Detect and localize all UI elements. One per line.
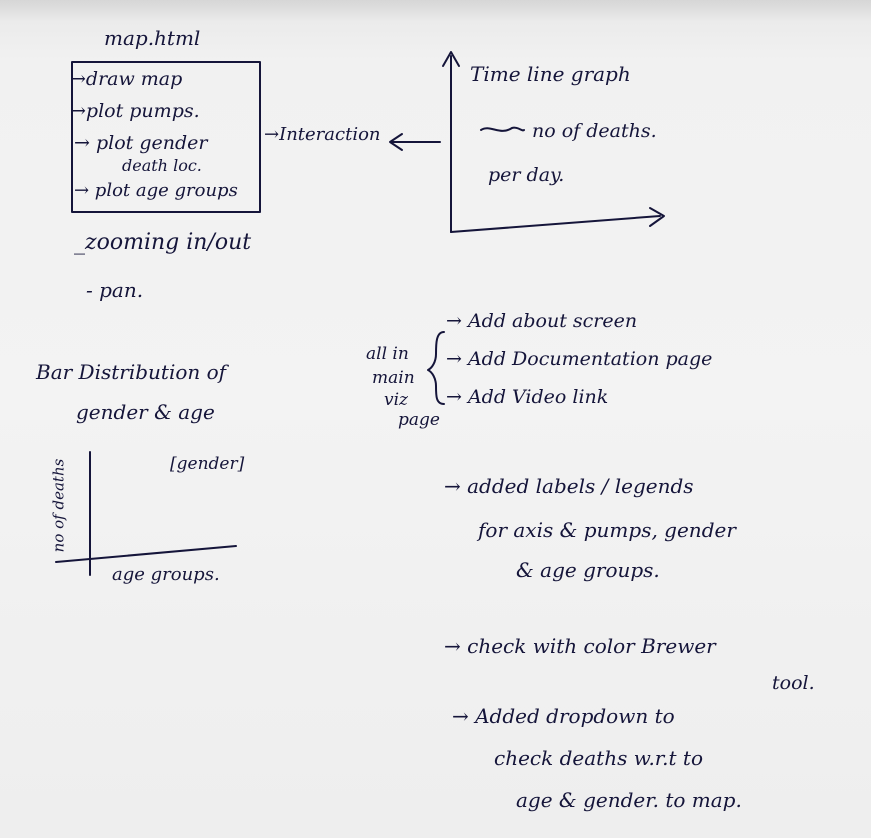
main-viz-label-page: page [398,410,440,430]
note-dropdown-line-2: check deaths w.r.t to [494,746,703,770]
note-dropdown-line-3: age & gender. to map. [516,788,742,812]
timeline-line-2: per day. [488,164,565,186]
map-box-title: map.html [104,26,201,50]
main-viz-item-video: → Add Video link [446,386,609,408]
note-labels-line-1: → added labels / legends [444,474,694,498]
bar-x-label: age groups. [112,564,220,585]
note-brewer-line-1: → check with color Brewer [444,634,716,658]
main-viz-bracket [427,331,445,405]
note-brewer-line-2: tool. [772,672,815,694]
zooming-note: _zooming in/out [74,230,252,255]
main-viz-item-about: → Add about screen [446,310,638,332]
bar-y-label: no of deaths [49,458,68,553]
timeline-y-arrowhead [442,51,460,67]
note-labels-line-2: for axis & pumps, gender [478,518,736,542]
main-viz-label-all-in: all in [366,344,409,364]
main-viz-label-viz: viz [384,390,408,410]
note-labels-line-3: & age groups. [516,558,660,582]
map-box-item-draw-map: →draw map [70,68,183,90]
bar-x-axis [55,545,237,563]
map-box-item-plot-gender: → plot gender [74,132,208,154]
timeline-x-axis [450,215,661,233]
main-viz-label-main: main [372,368,415,388]
map-box-frame [71,61,261,213]
timeline-x-arrowhead [649,207,665,227]
timeline-title: Time line graph [470,62,631,86]
interaction-label: →Interaction [264,124,381,145]
map-box-item-plot-pumps: →plot pumps. [70,100,200,122]
map-box-item-death-loc: death loc. [122,156,202,175]
main-viz-item-documentation: → Add Documentation page [446,348,713,370]
pan-note: - pan. [86,278,144,302]
interaction-arrowhead [389,133,403,151]
note-dropdown-line-1: → Added dropdown to [452,704,675,728]
bar-series-label: [gender] [170,454,245,474]
bar-title-line-2: gender & age [76,400,215,424]
map-box-item-plot-age-groups: → plot age groups [74,180,238,201]
timeline-line-1: no of deaths. [532,120,657,142]
crossed-out-scribble [480,126,525,132]
bar-title-line-1: Bar Distribution of [36,360,227,384]
